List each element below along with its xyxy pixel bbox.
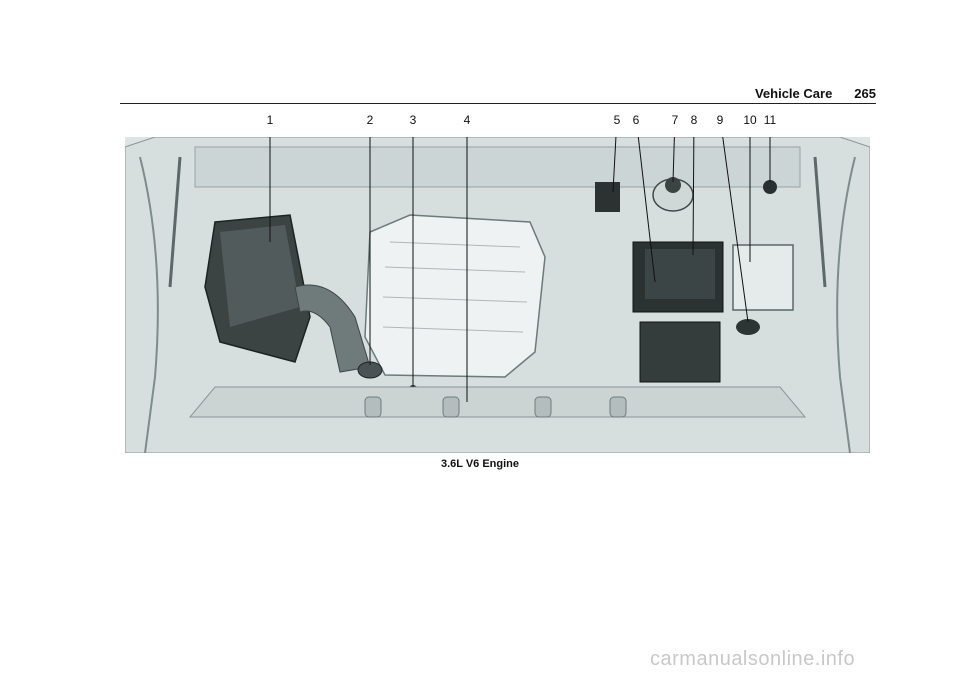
callout-5: 5: [613, 113, 621, 127]
engine-compartment-illustration: [125, 137, 870, 453]
watermark: carmanualsonline.info: [650, 648, 856, 670]
page-header: Vehicle Care 265: [726, 86, 876, 102]
callout-8: 8: [690, 113, 698, 127]
callout-6: 6: [632, 113, 640, 127]
callout-9: 9: [716, 113, 724, 127]
page-number: 265: [854, 86, 876, 101]
callout-4: 4: [463, 113, 471, 127]
section-title: Vehicle Care: [754, 86, 833, 101]
figure-caption: 3.6L V6 Engine: [440, 458, 520, 470]
callout-numbers: 1 2 3 4 5 6 7 8 9 10 11: [0, 113, 960, 133]
header-rule: [120, 103, 876, 104]
callout-1: 1: [266, 113, 274, 127]
callout-10: 10: [743, 113, 757, 127]
callout-3: 3: [409, 113, 417, 127]
callout-11: 11: [763, 113, 777, 127]
callout-7: 7: [671, 113, 679, 127]
callout-2: 2: [366, 113, 374, 127]
